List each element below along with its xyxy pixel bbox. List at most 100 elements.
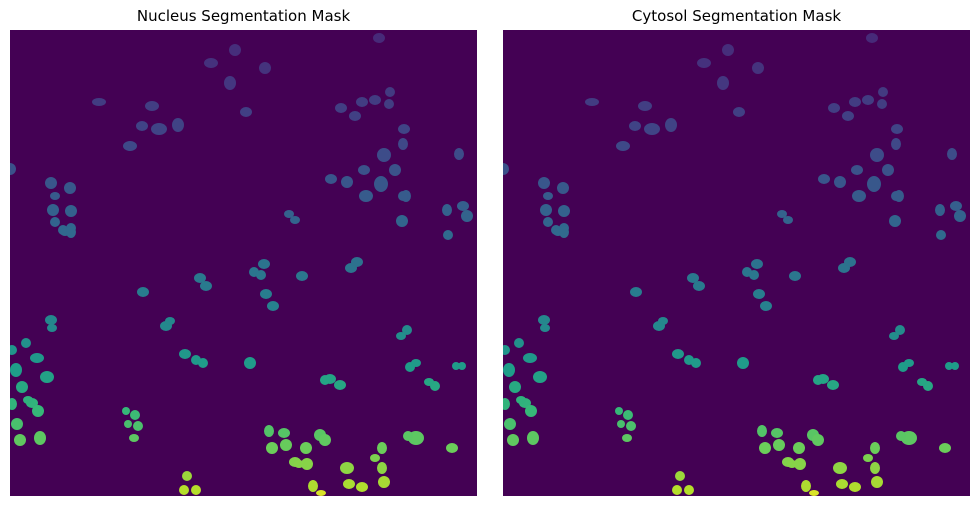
cell-mask-blob: [124, 420, 132, 428]
cell-mask-blob: [396, 215, 408, 227]
cell-mask-blob: [891, 138, 901, 150]
cell-mask-blob: [870, 442, 880, 454]
cell-mask-blob: [10, 345, 17, 355]
cell-mask-blob: [260, 289, 272, 299]
cell-mask-blob: [442, 204, 452, 216]
cell-mask-blob: [904, 359, 914, 367]
cell-mask-blob: [45, 177, 57, 189]
cell-mask-blob: [917, 378, 927, 386]
cell-mask-blob: [92, 98, 106, 106]
cell-mask-blob: [793, 442, 805, 454]
cell-mask-blob: [16, 381, 28, 393]
cell-mask-blob: [950, 201, 962, 211]
nucleus-mask-panel: Nucleus Segmentation Mask: [10, 0, 478, 506]
cell-mask-blob: [151, 123, 167, 135]
cell-mask-blob: [129, 434, 139, 442]
cell-mask-blob: [895, 325, 905, 335]
cell-mask-blob: [538, 315, 550, 325]
cell-mask-blob: [457, 201, 469, 211]
cell-mask-blob: [540, 324, 550, 332]
cell-mask-blob: [266, 442, 278, 454]
mask-background: [10, 30, 477, 496]
cytosol-mask-title: Cytosol Segmentation Mask: [631, 7, 842, 25]
cell-mask-blob: [294, 460, 304, 468]
cell-mask-blob: [623, 410, 633, 420]
cell-mask-blob: [516, 396, 526, 404]
cell-mask-blob: [165, 317, 175, 325]
cell-mask-blob: [179, 349, 191, 359]
cell-mask-blob: [122, 407, 130, 415]
cell-mask-blob: [258, 259, 270, 269]
cell-mask-blob: [945, 362, 953, 370]
cell-mask-blob: [630, 287, 642, 297]
cell-mask-blob: [514, 338, 524, 348]
cytosol-mask-image: [503, 30, 970, 496]
cell-mask-blob: [844, 257, 856, 267]
cell-mask-blob: [356, 97, 368, 107]
cell-mask-blob: [454, 148, 464, 160]
cell-mask-blob: [256, 270, 266, 280]
cell-mask-blob: [622, 434, 632, 442]
cell-mask-blob: [947, 148, 957, 160]
cell-mask-blob: [833, 462, 847, 474]
cell-mask-blob: [827, 380, 839, 390]
cell-mask-blob: [809, 490, 819, 496]
cell-mask-blob: [402, 325, 412, 335]
cell-mask-blob: [308, 480, 318, 492]
cell-mask-blob: [284, 210, 294, 218]
cell-mask-blob: [179, 485, 189, 495]
cell-mask-blob: [32, 405, 44, 417]
cell-mask-blob: [182, 471, 192, 481]
cell-mask-blob: [870, 462, 880, 474]
cell-mask-blob: [340, 462, 354, 474]
cell-mask-blob: [733, 107, 745, 117]
cell-mask-blob: [341, 176, 353, 188]
cell-mask-blob: [172, 118, 184, 132]
cell-mask-blob: [675, 471, 685, 481]
cell-mask-blob: [351, 257, 363, 267]
cell-mask-blob: [557, 182, 569, 194]
cell-mask-blob: [760, 301, 772, 311]
cell-mask-blob: [737, 357, 749, 369]
cell-mask-blob: [10, 398, 17, 410]
cell-mask-blob: [137, 287, 149, 297]
cell-mask-blob: [21, 338, 31, 348]
cell-mask-blob: [559, 226, 569, 238]
cell-mask-blob: [818, 174, 830, 184]
cell-mask-blob: [358, 165, 370, 175]
cell-mask-blob: [14, 434, 26, 446]
cell-mask-blob: [398, 138, 408, 150]
cell-mask-blob: [204, 58, 218, 68]
cell-mask-blob: [525, 405, 537, 417]
cell-mask-blob: [617, 420, 625, 428]
cell-mask-blob: [47, 204, 59, 216]
cell-mask-blob: [34, 431, 46, 445]
cell-mask-blob: [325, 174, 337, 184]
cell-mask-blob: [626, 421, 636, 431]
cell-mask-blob: [319, 434, 331, 446]
cell-mask-blob: [882, 164, 894, 176]
cell-mask-blob: [264, 425, 274, 437]
cell-mask-blob: [939, 443, 951, 453]
cell-mask-blob: [889, 332, 899, 340]
cell-mask-blob: [693, 281, 705, 291]
cell-mask-blob: [672, 349, 684, 359]
cell-mask-blob: [794, 458, 806, 470]
cell-mask-blob: [951, 362, 959, 370]
cell-mask-blob: [771, 428, 783, 438]
cell-mask-blob: [891, 191, 901, 201]
cell-mask-blob: [458, 362, 466, 370]
cell-mask-blob: [398, 124, 410, 134]
cell-mask-blob: [812, 434, 824, 446]
cell-mask-blob: [687, 273, 699, 283]
cell-mask-blob: [290, 216, 300, 224]
cell-mask-blob: [935, 204, 945, 216]
cell-mask-blob: [717, 76, 729, 90]
cell-mask-blob: [403, 431, 413, 441]
cell-mask-blob: [540, 204, 552, 216]
cytosol-mask-panel: Cytosol Segmentation Mask: [503, 0, 971, 506]
cell-mask-blob: [777, 210, 787, 218]
cell-mask-blob: [229, 44, 241, 56]
cell-mask-blob: [751, 259, 763, 269]
cell-mask-blob: [658, 317, 668, 325]
